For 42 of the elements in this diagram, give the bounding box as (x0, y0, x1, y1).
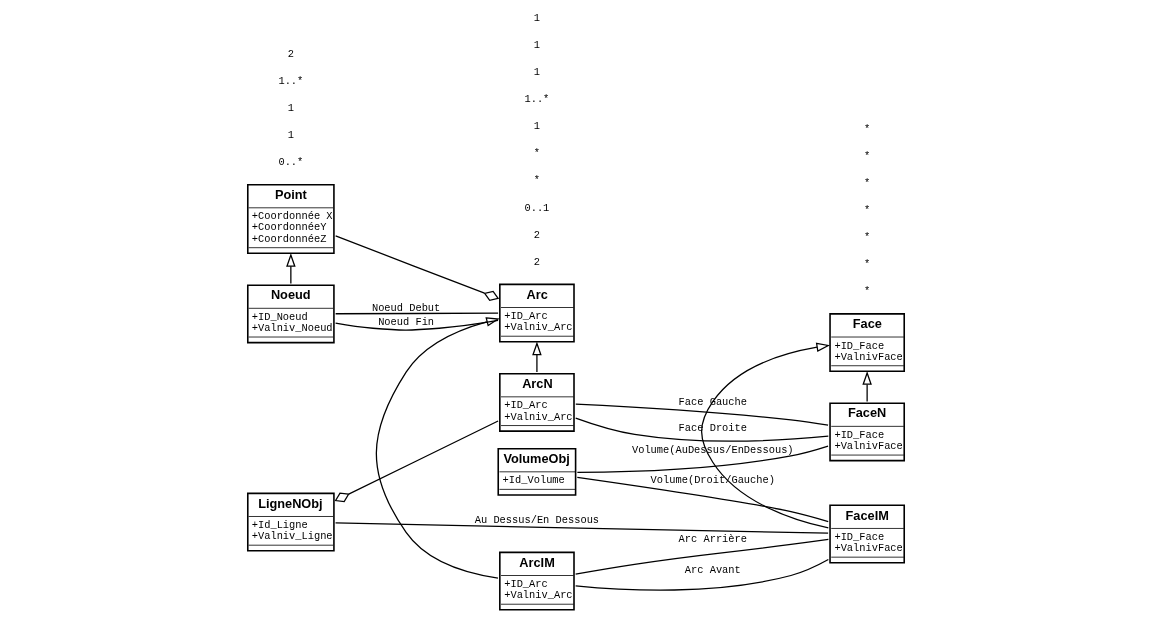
label: * (533, 147, 541, 160)
label: * (864, 149, 871, 162)
label: 1 (533, 11, 541, 24)
connector (575, 417, 829, 442)
label: 1 (533, 38, 541, 51)
label: * (864, 285, 871, 298)
connector (334, 522, 829, 534)
connector (335, 235, 500, 302)
edge-label: Noeud Fin (378, 316, 435, 329)
label: * (864, 203, 871, 216)
connector (334, 319, 499, 331)
connector (575, 403, 829, 426)
edge-label: Arc Avant (684, 563, 741, 576)
label: 1..* (278, 74, 304, 87)
connector (335, 312, 499, 315)
label: * (864, 176, 871, 189)
label: 1..* (524, 93, 550, 106)
label: 1 (533, 120, 541, 133)
label: 1 (287, 128, 294, 141)
connector (334, 420, 499, 503)
edge-label: Noeud Debut (371, 302, 441, 315)
label: 1 (533, 65, 541, 78)
arrow (701, 342, 831, 529)
label: 2 (287, 47, 294, 60)
edge-label: Au Dessus/En Dessous (474, 514, 600, 527)
label: 1 (287, 101, 294, 114)
connector (576, 476, 829, 523)
arrow (375, 317, 500, 579)
label: 0..* (278, 156, 304, 169)
edge-label: Arc Arrière (678, 532, 747, 545)
label: 2 (533, 255, 541, 268)
connector (575, 558, 829, 591)
label: * (864, 258, 871, 271)
label: 2 (533, 228, 541, 241)
connector (575, 538, 829, 575)
arrow (532, 341, 542, 373)
label: 0..1 (524, 201, 550, 214)
label: * (533, 174, 541, 187)
arrow (286, 253, 296, 285)
arrow (862, 371, 872, 403)
label: * (864, 122, 871, 135)
label: * (864, 231, 871, 244)
